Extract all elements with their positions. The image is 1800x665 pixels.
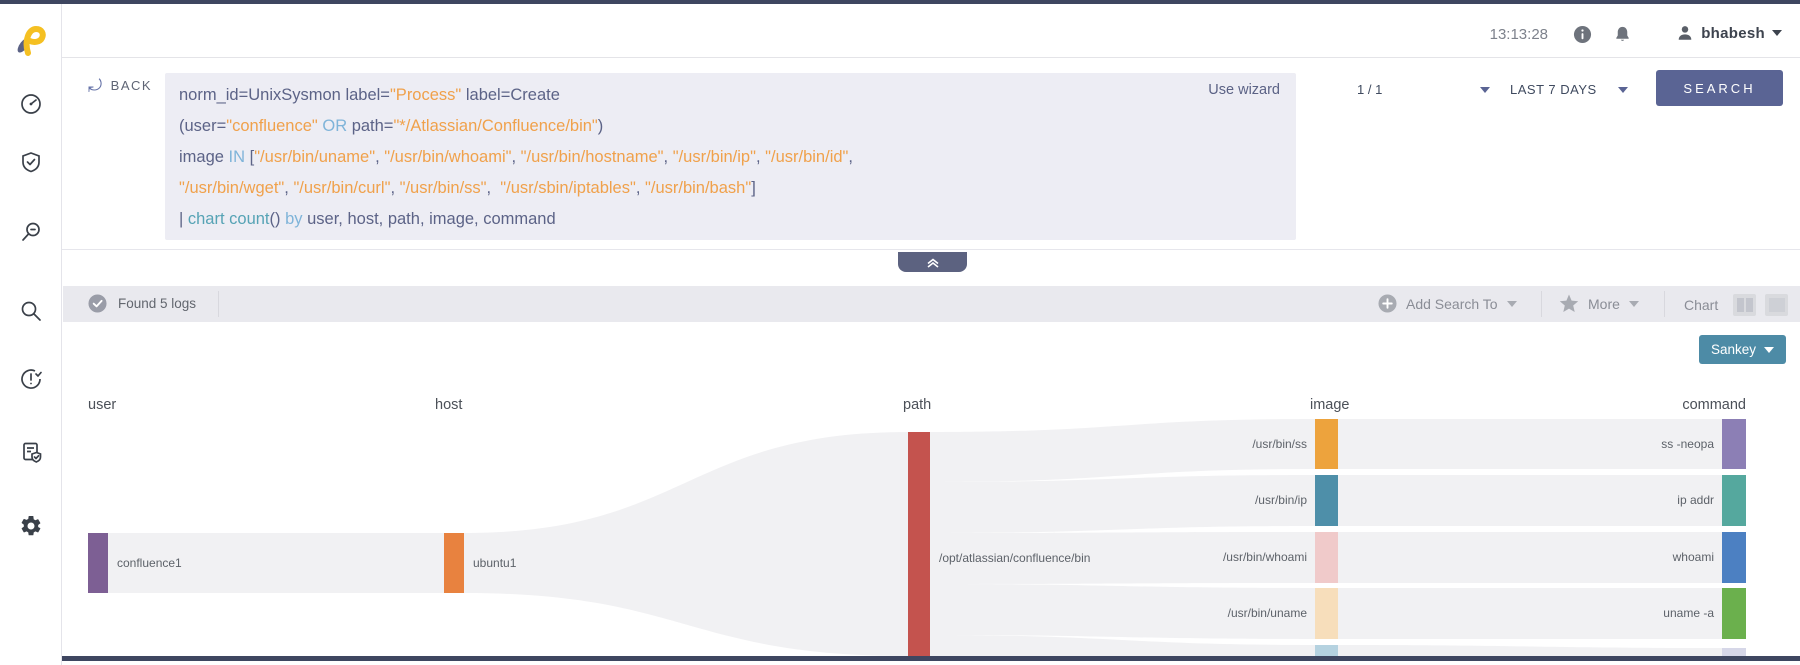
check-circle-icon <box>88 294 107 313</box>
settings-gear-icon[interactable] <box>19 514 43 538</box>
sankey-svg <box>88 419 1746 656</box>
query-line: (user="confluence" OR path="*/Atlassian/… <box>179 117 604 135</box>
report-icon[interactable] <box>19 440 43 464</box>
sankey-column-header-path: path <box>903 397 932 413</box>
back-arrow-icon: ⤾ <box>88 76 104 95</box>
investigate-search-icon[interactable] <box>19 220 43 244</box>
time-range-selector[interactable]: LAST 7 DAYS <box>1510 82 1597 97</box>
sankey-node-label-ss: /usr/bin/ss <box>1252 437 1307 451</box>
pagination-dropdown-icon[interactable] <box>1480 87 1490 93</box>
divider <box>218 291 219 317</box>
incident-clock-icon[interactable] <box>19 367 43 391</box>
sankey-column-header-image: image <box>1310 397 1350 413</box>
sankey-node-ubuntu1[interactable] <box>444 533 464 593</box>
sankey-link-confluence1-ubuntu1[interactable] <box>108 533 444 593</box>
chevron-down-icon <box>1772 30 1782 36</box>
sankey-link-ss-ss_neopa[interactable] <box>1338 419 1722 469</box>
sankey-node-ip[interactable] <box>1315 475 1338 526</box>
back-button[interactable]: ⤾ BACK <box>88 76 153 95</box>
sankey-node-ip_addr[interactable] <box>1722 475 1746 526</box>
logpoint-logo[interactable] <box>15 22 47 58</box>
bottom-accent-strip <box>62 656 1800 661</box>
sankey-node-label-ubuntu1: ubuntu1 <box>473 556 517 570</box>
chevron-down-icon <box>1764 346 1774 353</box>
sankey-node-ss_neopa[interactable] <box>1722 419 1746 469</box>
back-label: BACK <box>110 78 153 93</box>
sankey-link-path1-ip[interactable] <box>930 475 1315 533</box>
sankey-link-uname_img-uname_a[interactable] <box>1338 588 1722 639</box>
sidebar <box>0 4 62 665</box>
sankey-node-label-ip: /usr/bin/ip <box>1254 493 1307 507</box>
sankey-node-cmd_more[interactable] <box>1722 648 1746 656</box>
divider <box>1541 291 1542 317</box>
sankey-node-img_more[interactable] <box>1315 645 1338 656</box>
sankey-node-label-whoami_cmd: whoami <box>1672 550 1714 564</box>
search-button[interactable]: SEARCH <box>1656 70 1783 106</box>
sankey-node-whoami_img[interactable] <box>1315 532 1338 583</box>
sankey-node-uname_img[interactable] <box>1315 588 1338 639</box>
dashboard-icon[interactable] <box>19 92 43 116</box>
sankey-node-label-uname_img: /usr/bin/uname <box>1227 606 1307 620</box>
add-search-to-button[interactable]: Add Search To <box>1378 294 1517 313</box>
sankey-node-confluence1[interactable] <box>88 533 108 593</box>
top-accent-strip <box>0 0 1800 4</box>
query-line: | chart count() by user, host, path, ima… <box>179 210 556 228</box>
chart-type-selector[interactable]: Sankey <box>1698 335 1786 364</box>
chevron-up-double-icon <box>927 258 938 268</box>
sankey-node-label-uname_a: uname -a <box>1663 606 1714 620</box>
sankey-link-img_more-cmd_more[interactable] <box>1338 645 1722 656</box>
sankey-link-path1-whoami_img[interactable] <box>930 532 1315 584</box>
sankey-node-ss[interactable] <box>1315 419 1338 469</box>
sankey-node-path1[interactable] <box>908 432 930 656</box>
found-logs-text: Found 5 logs <box>118 296 197 311</box>
sankey-node-label-ss_neopa: ss -neopa <box>1661 437 1714 451</box>
chevron-down-icon <box>1628 300 1639 307</box>
user-menu[interactable]: bhabesh <box>1676 24 1782 42</box>
sankey-node-uname_a[interactable] <box>1722 588 1746 639</box>
results-bar: Found 5 logs Add Search To More Chart <box>63 286 1800 322</box>
sankey-node-label-confluence1: confluence1 <box>117 556 182 570</box>
user-icon <box>1678 26 1692 40</box>
sankey-link-path1-uname_img[interactable] <box>930 584 1315 639</box>
bell-icon[interactable] <box>1613 25 1632 44</box>
info-icon[interactable] <box>1573 25 1592 44</box>
chevron-down-icon <box>1506 300 1517 307</box>
top-bar: 13:13:28 bhabesh <box>62 4 1800 58</box>
time-range-dropdown-icon[interactable] <box>1618 87 1628 93</box>
query-line: "/usr/bin/wget", "/usr/bin/curl", "/usr/… <box>179 179 756 197</box>
query-text: norm_id=UnixSysmon label="Process" label… <box>179 80 1282 235</box>
star-icon <box>1559 294 1579 312</box>
full-view-toggle[interactable] <box>1765 294 1789 316</box>
collapse-search-tab[interactable] <box>898 252 967 272</box>
use-wizard-link[interactable]: Use wizard <box>1208 82 1280 98</box>
more-button[interactable]: More <box>1559 294 1639 313</box>
sankey-link-path1-ss[interactable] <box>930 419 1315 482</box>
sankey-chart: user host path image command confluence1 ubunt… <box>0 322 1800 665</box>
split-view-toggle[interactable] <box>1733 294 1757 316</box>
plus-circle-icon <box>1378 294 1397 313</box>
sankey-link-whoami_img-whoami_cmd[interactable] <box>1338 532 1722 583</box>
query-line: image IN ["/usr/bin/uname", "/usr/bin/wh… <box>179 148 853 166</box>
compliance-shield-icon[interactable] <box>19 150 43 174</box>
sankey-link-ubuntu1-path1[interactable] <box>464 432 908 656</box>
sankey-column-header-user: user <box>88 397 117 413</box>
found-logs-status: Found 5 logs <box>88 294 196 313</box>
divider <box>1664 291 1665 317</box>
sankey-node-label-path1: /opt/atlassian/confluence/bin <box>939 551 1091 565</box>
sankey-node-whoami_cmd[interactable] <box>1722 532 1746 583</box>
chart-label: Chart <box>1684 297 1719 313</box>
query-line: norm_id=UnixSysmon label="Process" label… <box>179 86 560 104</box>
clock: 13:13:28 <box>1489 26 1548 43</box>
sankey-node-label-ip_addr: ip addr <box>1677 493 1714 507</box>
sankey-link-path1-img_more[interactable] <box>930 635 1315 656</box>
search-icon[interactable] <box>19 299 43 323</box>
query-input[interactable]: norm_id=UnixSysmon label="Process" label… <box>165 73 1296 240</box>
sankey-link-ip-ip_addr[interactable] <box>1338 475 1722 526</box>
search-panel: ⤾ BACK norm_id=UnixSysmon label="Process… <box>62 58 1800 250</box>
sankey-column-header-command: command <box>1682 397 1746 413</box>
user-name: bhabesh <box>1701 24 1765 42</box>
sankey-column-header-host: host <box>435 397 463 413</box>
sankey-node-label-whoami_img: /usr/bin/whoami <box>1222 550 1307 564</box>
pagination: 1 / 1 <box>1357 82 1383 97</box>
